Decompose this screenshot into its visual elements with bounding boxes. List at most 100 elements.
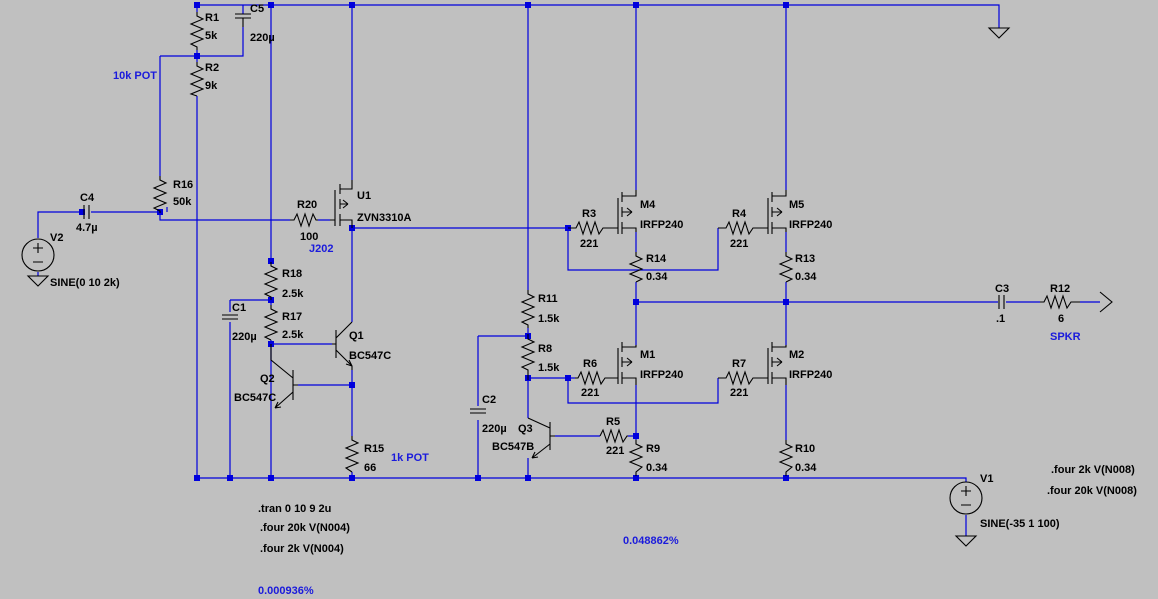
r6-ref: R6 [583,358,597,370]
r16-ref: R16 [173,179,193,191]
bjt-q2-symbol[interactable] [270,344,298,409]
resistor-r1-symbol[interactable] [189,12,205,50]
r10-value: 0.34 [795,462,817,474]
directive-four-2k-n004[interactable]: .four 2k V(N004) [260,543,344,555]
c1-value: 220µ [232,331,257,343]
c2-ref: C2 [482,394,496,406]
c1-ref: C1 [232,302,246,314]
directive-four-20k-n008[interactable]: .four 20k V(N008) [1047,485,1137,497]
r2-value: 9k [205,80,218,92]
mosfet-m5-symbol[interactable] [762,190,787,234]
mosfet-u1-symbol[interactable] [330,180,353,228]
r17-value: 2.5k [282,329,304,341]
resistor-r9-symbol[interactable] [628,440,644,476]
m1-value: IRFP240 [640,369,683,381]
spice-directives: .tran 0 10 9 2u .four 20k V(N004) .four … [258,464,1137,555]
ground-icon [26,275,50,287]
resistor-r2-symbol[interactable] [189,62,205,97]
r18-ref: R18 [282,268,302,280]
r17-ref: R17 [282,311,302,323]
r12-ref: R12 [1050,283,1070,295]
c3-value: .1 [996,313,1005,325]
v2-ref: V2 [50,232,63,244]
m2-value: IRFP240 [789,369,832,381]
capacitor-c4-symbol[interactable] [83,205,90,219]
u1-value: ZVN3310A [357,212,411,224]
junctions [79,2,789,481]
resistor-r13-symbol[interactable] [778,252,794,283]
speaker-label: SPKR [1050,331,1081,343]
directive-four-20k-n004[interactable]: .four 20k V(N004) [260,522,350,534]
resistor-r8-symbol[interactable] [520,334,536,380]
resistor-r7-symbol[interactable] [718,370,762,386]
resistor-r6-symbol[interactable] [575,370,612,386]
m5-value: IRFP240 [789,219,832,231]
r18-value: 2.5k [282,288,304,300]
ground-icon [954,535,978,547]
mosfet-m4-symbol[interactable] [612,190,637,234]
v2-value: SINE(0 10 2k) [50,277,120,289]
r15-ref: R15 [364,443,384,455]
c3-ref: C3 [995,283,1009,295]
m1-ref: M1 [640,349,655,361]
m5-ref: M5 [789,199,804,211]
c4-value: 4.7µ [76,222,98,234]
r8-ref: R8 [538,343,552,355]
r11-value: 1.5k [538,313,560,325]
r1-value: 5k [205,30,218,42]
capacitor-c3-symbol[interactable] [998,295,1005,309]
c5-value: 220µ [250,32,275,44]
resistor-r11-symbol[interactable] [520,290,536,328]
r15-value: 66 [364,462,376,474]
bjt-q3-symbol[interactable] [527,417,555,459]
capacitor-c2-symbol[interactable] [470,408,486,414]
resistor-r18-symbol[interactable] [263,262,279,300]
resistor-r12-symbol[interactable] [1040,294,1080,310]
resistor-r3-symbol[interactable] [568,220,612,236]
r9-ref: R9 [646,443,660,455]
capacitor-c5-symbol[interactable] [235,13,251,27]
r5-ref: R5 [606,416,620,428]
c4-ref: C4 [80,192,95,204]
r4-ref: R4 [732,208,747,220]
thd-result-right: 0.048862% [623,535,679,547]
v1-value: SINE(-35 1 100) [980,518,1060,530]
capacitor-c1-symbol[interactable] [222,314,238,320]
voltage-source-v2-symbol[interactable] [21,238,55,272]
pot-1k-label: 1k POT [391,452,429,464]
r1-ref: R1 [205,12,219,24]
resistor-r15-symbol[interactable] [344,436,360,473]
j202-label: J202 [309,243,333,255]
r11-ref: R11 [538,293,558,305]
r7-value: 221 [730,387,748,399]
mosfet-m2-symbol[interactable] [762,342,787,385]
ground-icon [987,27,1011,39]
resistor-r14-symbol[interactable] [628,252,644,283]
r20-value: 100 [300,231,318,243]
resistor-r5-symbol[interactable] [599,428,628,444]
resistor-r20-symbol[interactable] [290,212,318,228]
m4-value: IRFP240 [640,219,683,231]
r5-value: 221 [606,445,624,457]
r13-ref: R13 [795,253,815,265]
directive-four-2k-n008[interactable]: .four 2k V(N008) [1051,464,1135,476]
r2-ref: R2 [205,62,219,74]
q1-value: BC547C [349,350,391,362]
q2-ref: Q2 [260,373,275,385]
directive-tran[interactable]: .tran 0 10 9 2u [258,503,331,515]
mosfet-m1-symbol[interactable] [612,342,637,385]
bjt-q1-symbol[interactable] [332,321,353,370]
r10-ref: R10 [795,443,815,455]
resistor-r10-symbol[interactable] [778,440,794,476]
r6-value: 221 [581,387,599,399]
resistor-r17-symbol[interactable] [263,305,279,341]
v1-ref: V1 [980,473,993,485]
r20-ref: R20 [297,199,317,211]
resistor-r4-symbol[interactable] [718,220,762,236]
resistor-r16-symbol[interactable] [152,176,168,213]
voltage-source-v1-symbol[interactable] [949,481,983,515]
u1-ref: U1 [357,190,371,202]
r8-value: 1.5k [538,362,560,374]
q1-ref: Q1 [349,330,364,342]
